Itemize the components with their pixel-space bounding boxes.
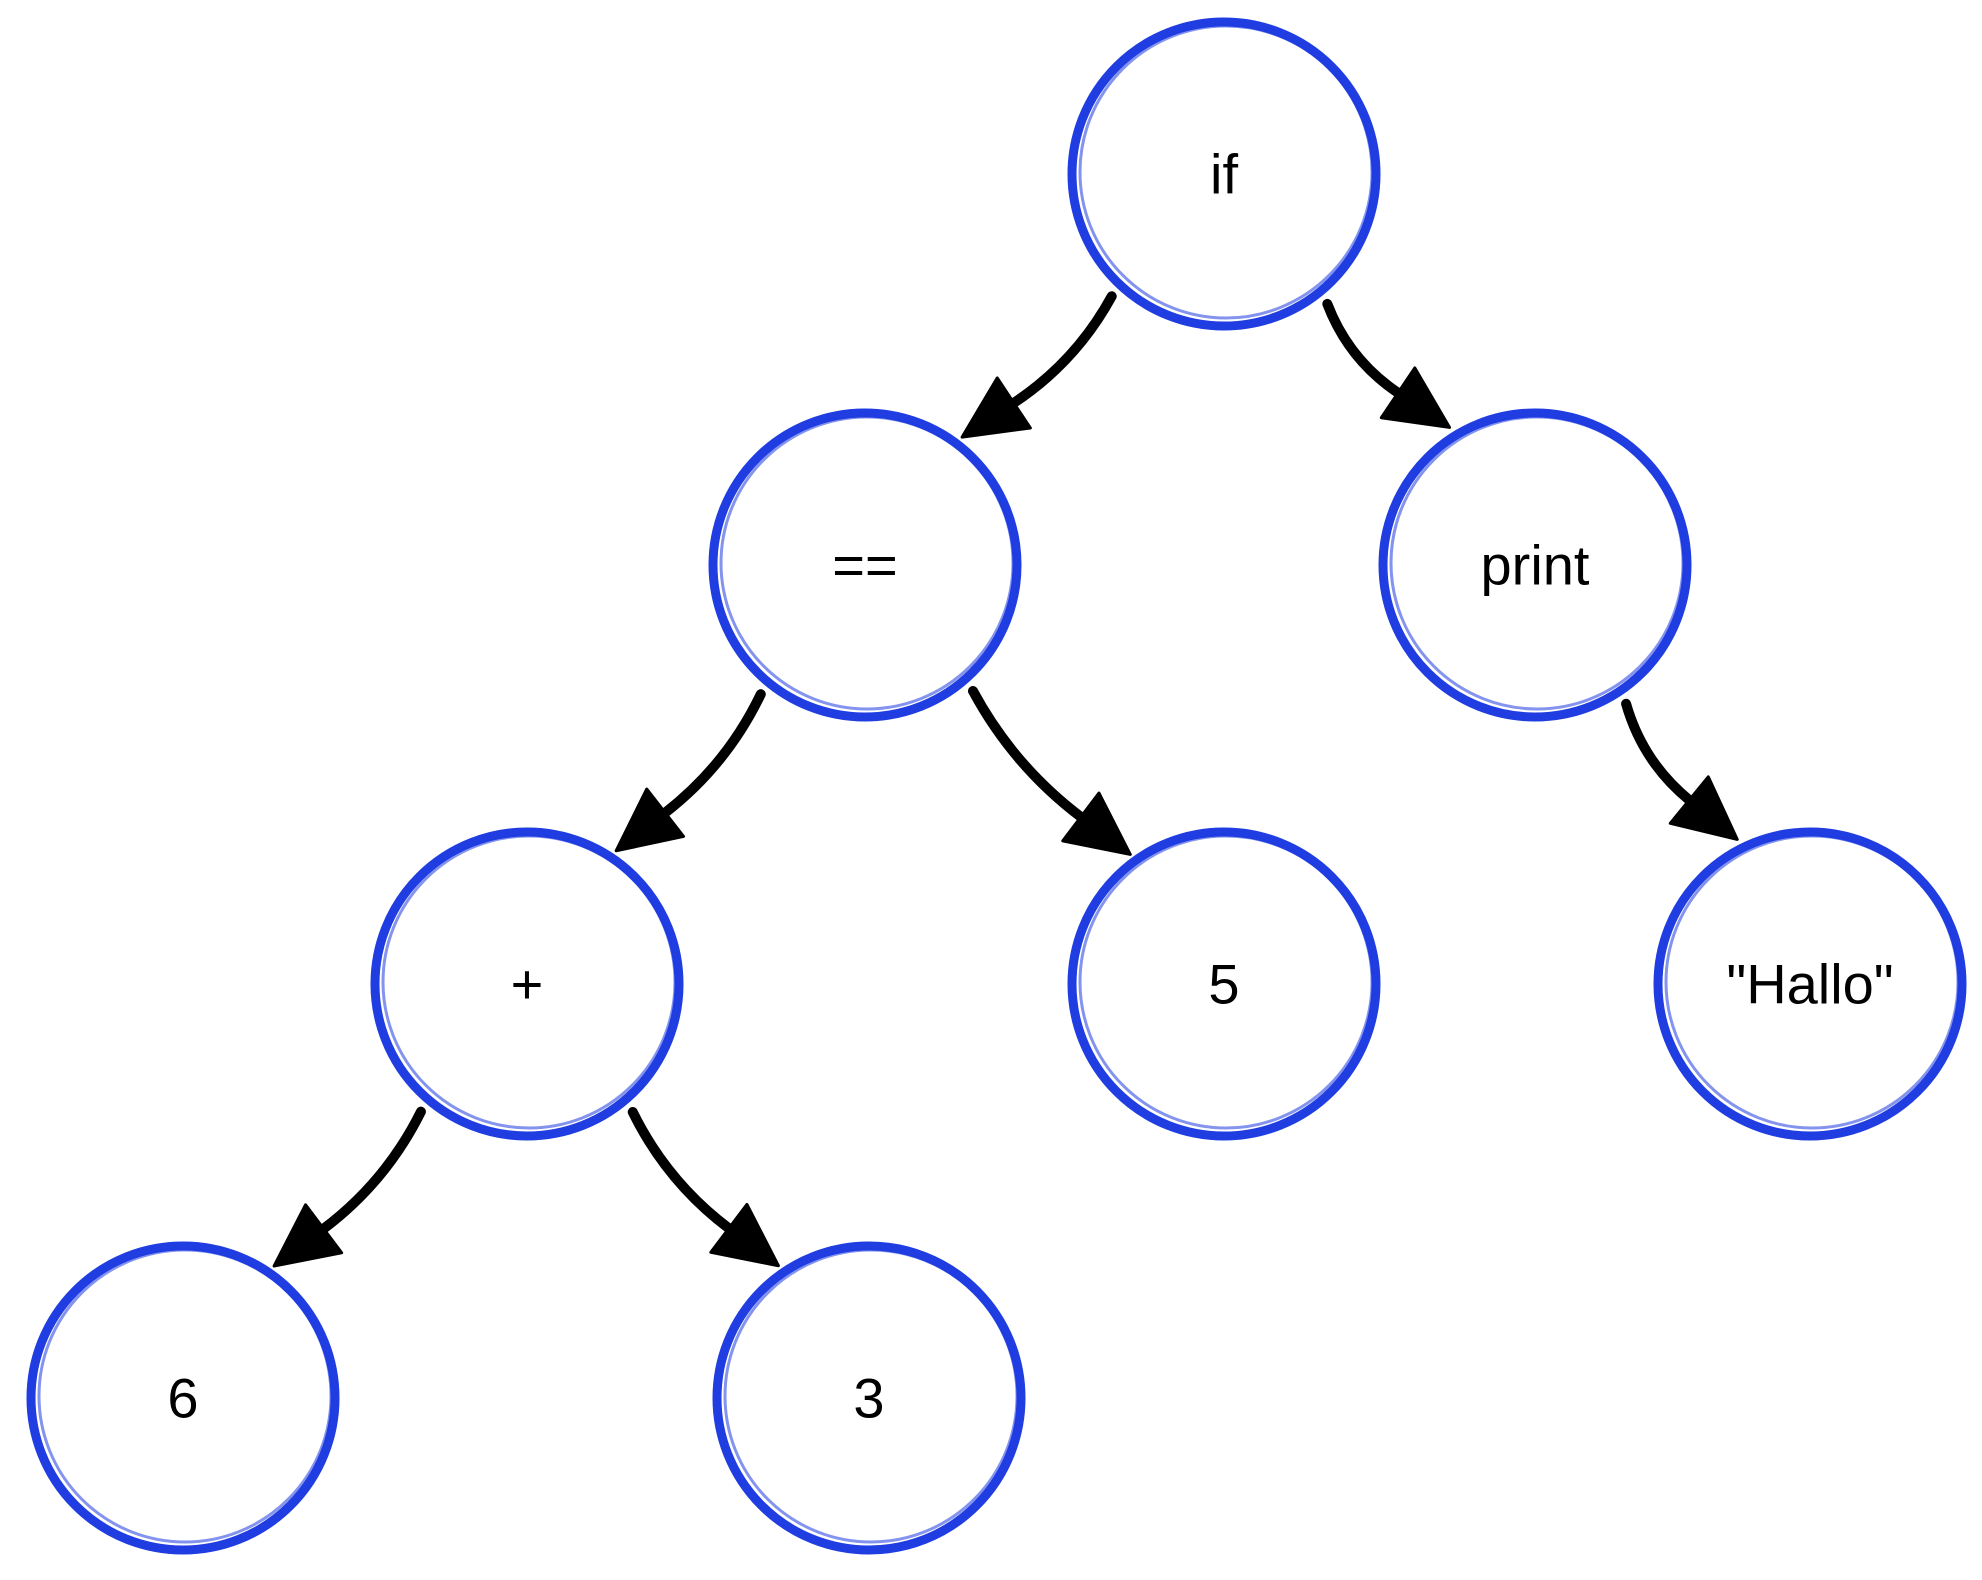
node-label: if xyxy=(1210,143,1238,206)
edge-line xyxy=(968,686,1086,822)
node-label: + xyxy=(511,953,544,1016)
node-circle xyxy=(708,408,1022,722)
node-five: 5 xyxy=(1067,827,1381,1141)
node-label: "Hallo" xyxy=(1726,953,1893,1016)
node-circle-sketch xyxy=(1078,24,1374,320)
node-circle-sketch xyxy=(1389,415,1685,711)
edge-if-to-eq xyxy=(960,291,1117,439)
node-hallo: "Hallo" xyxy=(1653,827,1967,1141)
edge-eq-to-plus xyxy=(614,689,766,853)
node-circle xyxy=(1067,17,1381,331)
nodes: if == print +5 "Hallo" 6 3 xyxy=(26,17,1967,1555)
edge-line xyxy=(627,1106,734,1234)
node-circle xyxy=(1378,408,1692,722)
node-three: 3 xyxy=(712,1241,1026,1555)
edge-line xyxy=(1621,698,1695,806)
edge-print-to-hallo xyxy=(1621,698,1739,841)
arrowhead xyxy=(960,376,1032,439)
node-circle xyxy=(370,827,684,1141)
arrowhead xyxy=(614,787,686,853)
node-circle-sketch xyxy=(37,1248,333,1544)
edge-line xyxy=(318,1106,426,1234)
node-circle xyxy=(26,1241,340,1555)
arrowhead xyxy=(1379,366,1452,429)
node-circle-sketch xyxy=(1664,834,1960,1130)
arrowhead xyxy=(1668,775,1739,841)
node-label: 3 xyxy=(853,1367,884,1430)
node-if: if xyxy=(1067,17,1381,331)
node-eq: == xyxy=(708,408,1022,722)
arrowhead xyxy=(709,1202,780,1268)
node-label: == xyxy=(832,534,897,597)
arrowhead xyxy=(1061,791,1132,856)
edge-plus-to-three xyxy=(627,1106,780,1268)
node-circle xyxy=(1653,827,1967,1141)
node-print: print xyxy=(1378,408,1692,722)
node-circle xyxy=(1067,827,1381,1141)
node-circle-sketch xyxy=(381,834,677,1130)
node-circle-sketch xyxy=(723,1248,1019,1544)
edges xyxy=(272,291,1739,1268)
node-label: print xyxy=(1481,534,1590,597)
edge-plus-to-six xyxy=(272,1106,426,1268)
node-circle-sketch xyxy=(719,415,1015,711)
node-circle-sketch xyxy=(1078,834,1374,1130)
node-six: 6 xyxy=(26,1241,340,1555)
edge-line xyxy=(1322,298,1404,398)
node-circle xyxy=(712,1241,1026,1555)
edge-eq-to-five xyxy=(968,686,1132,856)
edge-line xyxy=(1008,291,1117,408)
arrowhead xyxy=(272,1203,344,1268)
node-label: 5 xyxy=(1208,953,1239,1016)
node-plus: + xyxy=(370,827,684,1141)
edge-line xyxy=(660,689,766,818)
edge-if-to-print xyxy=(1322,298,1452,429)
node-label: 6 xyxy=(167,1367,198,1430)
